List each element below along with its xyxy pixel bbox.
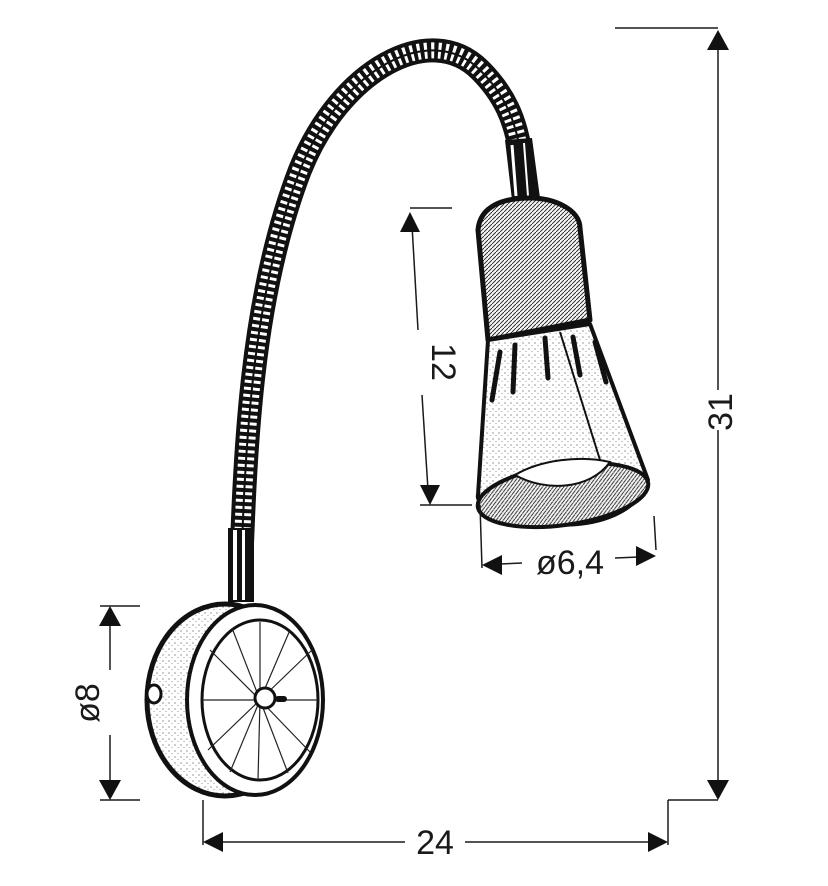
dimension-shade-height: [400, 207, 472, 506]
lamp-shade: [475, 195, 651, 530]
dimension-height-total: [615, 27, 729, 801]
dimension-base-diameter: [99, 605, 140, 801]
dimension-shade-diameter: [479, 504, 657, 575]
label-height-total: 31: [702, 393, 740, 431]
gooseneck-arm: [228, 38, 540, 602]
label-shade-diameter: ø6,4: [536, 544, 604, 582]
label-shade-height: 12: [424, 343, 462, 381]
screw-icon: [145, 683, 163, 705]
label-base-diameter: ø8: [69, 683, 107, 723]
label-width-total: 24: [416, 824, 454, 862]
wall-base: [144, 601, 325, 799]
switch-knob-icon: [253, 686, 287, 710]
dimension-width-total: [202, 800, 669, 852]
